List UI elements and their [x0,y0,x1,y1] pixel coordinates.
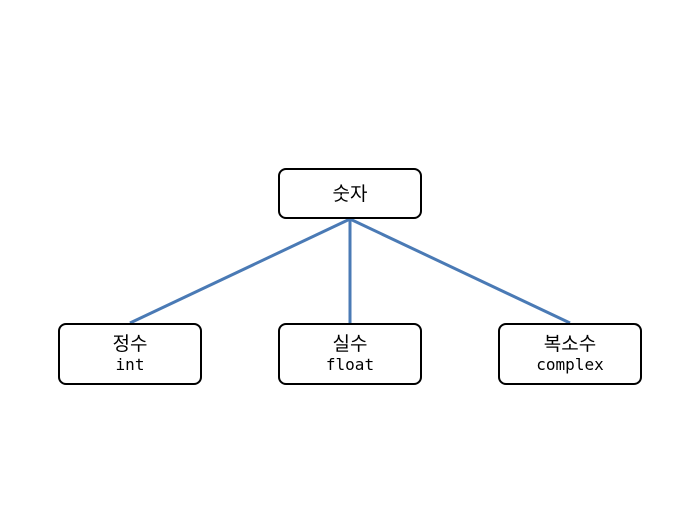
node-float-label: 실수 [332,333,368,355]
node-complex: 복소수 complex [498,323,642,385]
node-float-type: float [325,355,375,374]
node-number-label: 숫자 [332,182,368,205]
node-float: 실수 float [278,323,422,385]
node-complex-label: 복소수 [543,333,597,355]
node-complex-type: complex [536,355,604,374]
node-number: 숫자 [278,168,422,219]
connector-root-int [129,217,351,325]
node-integer-label: 정수 [112,333,148,355]
node-integer-type: int [115,355,145,374]
connector-root-complex [349,217,571,325]
node-integer: 정수 int [58,323,202,385]
